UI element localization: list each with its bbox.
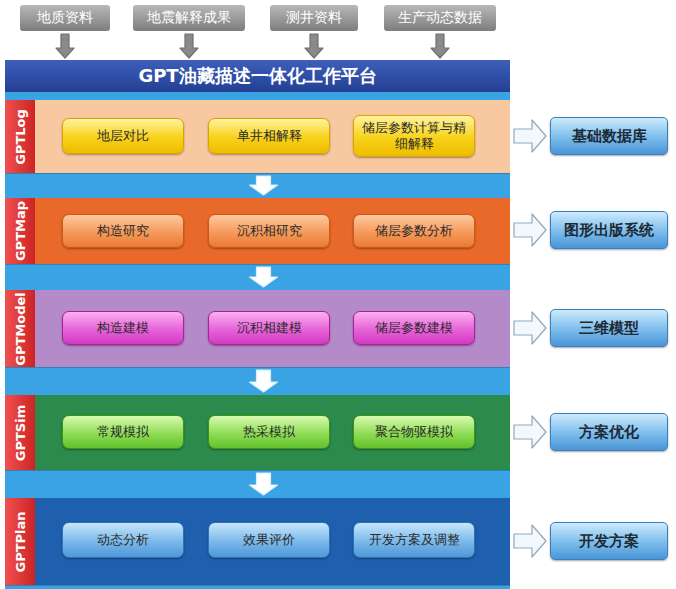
function-box: 储层参数分析 bbox=[353, 214, 475, 248]
box-label: 储层参数计算与精细解释 bbox=[362, 120, 466, 153]
box-label: 图形出版系统 bbox=[564, 221, 654, 240]
box-label: 沉积相研究 bbox=[237, 223, 302, 239]
box-label: 地震解释成果 bbox=[147, 9, 231, 27]
module-band: GPTPlan 动态分析 效果评价 开发方案及调整 bbox=[5, 498, 510, 585]
function-box: 地层对比 bbox=[62, 118, 184, 154]
input-box: 地质资料 bbox=[20, 5, 110, 31]
output-box: 基础数据库 bbox=[550, 117, 668, 155]
flow-arrow bbox=[250, 473, 278, 495]
module-band: GPTSim 常规模拟 热采模拟 聚合物驱模拟 bbox=[5, 395, 510, 470]
module-name: GPTSim bbox=[13, 404, 28, 460]
module-band: GPTModel 构造建模 沉积相建模 储层参数建模 bbox=[5, 290, 510, 367]
platform-title: GPT油藏描述一体化工作平台 bbox=[5, 60, 510, 92]
module-stripe: GPTLog bbox=[5, 100, 35, 173]
module-name: GPTMap bbox=[13, 201, 28, 261]
function-box: 常规模拟 bbox=[62, 415, 184, 449]
box-label: 沉积相建模 bbox=[237, 320, 302, 336]
function-box: 沉积相研究 bbox=[208, 214, 330, 248]
output-box: 方案优化 bbox=[550, 413, 668, 451]
module-stripe: GPTMap bbox=[5, 198, 35, 264]
box-label: 地质资料 bbox=[37, 9, 93, 27]
box-label: 聚合物驱模拟 bbox=[375, 424, 453, 440]
output-box: 开发方案 bbox=[550, 522, 668, 560]
module-stripe: GPTModel bbox=[5, 290, 35, 367]
box-label: 生产动态数据 bbox=[398, 9, 482, 27]
box-label: 开发方案 bbox=[579, 532, 639, 551]
module-name: GPTLog bbox=[13, 109, 28, 165]
flow-arrow bbox=[431, 34, 449, 58]
flow-arrow bbox=[250, 267, 278, 287]
box-label: 三维模型 bbox=[579, 319, 639, 338]
box-label: 储层参数分析 bbox=[375, 223, 453, 239]
module-stripe: GPTSim bbox=[5, 395, 35, 470]
box-label: 基础数据库 bbox=[572, 127, 647, 146]
module-stripe: GPTPlan bbox=[5, 498, 35, 585]
output-box: 图形出版系统 bbox=[550, 211, 668, 249]
box-label: 构造研究 bbox=[97, 223, 149, 239]
function-box: 单井相解释 bbox=[208, 118, 330, 154]
function-box: 动态分析 bbox=[62, 522, 184, 558]
box-label: 热采模拟 bbox=[243, 424, 295, 440]
box-label: 动态分析 bbox=[97, 532, 149, 548]
flow-arrow bbox=[514, 416, 546, 448]
flow-arrow bbox=[514, 525, 546, 557]
flow-arrow bbox=[514, 120, 546, 152]
module-band: GPTLog 地层对比 单井相解释 储层参数计算与精细解释 bbox=[5, 100, 510, 173]
function-box: 效果评价 bbox=[208, 522, 330, 558]
input-box: 地震解释成果 bbox=[133, 5, 245, 31]
function-box: 沉积相建模 bbox=[208, 311, 330, 345]
flow-arrow bbox=[514, 312, 546, 344]
box-label: 常规模拟 bbox=[97, 424, 149, 440]
input-box: 生产动态数据 bbox=[384, 5, 496, 31]
flow-arrow bbox=[250, 370, 278, 392]
flow-arrow bbox=[250, 176, 278, 195]
module-name: GPTPlan bbox=[13, 511, 28, 572]
function-box: 聚合物驱模拟 bbox=[353, 415, 475, 449]
module-band: GPTMap 构造研究 沉积相研究 储层参数分析 bbox=[5, 198, 510, 264]
box-label: 测井资料 bbox=[286, 9, 342, 27]
box-label: 开发方案及调整 bbox=[369, 532, 460, 548]
box-label: 效果评价 bbox=[243, 532, 295, 548]
function-box: 热采模拟 bbox=[208, 415, 330, 449]
box-label: 单井相解释 bbox=[237, 128, 302, 144]
function-box: 储层参数建模 bbox=[353, 311, 475, 345]
output-box: 三维模型 bbox=[550, 309, 668, 347]
flow-arrow bbox=[514, 214, 546, 246]
function-box: 构造研究 bbox=[62, 214, 184, 248]
platform-panel: GPT油藏描述一体化工作平台 GPTLog 地层对比 单井相解释 储层参数计算与精细解释… bbox=[5, 60, 510, 589]
box-label: 方案优化 bbox=[579, 423, 639, 442]
function-box: 构造建模 bbox=[62, 311, 184, 345]
flow-arrow bbox=[305, 34, 323, 58]
function-box: 储层参数计算与精细解释 bbox=[353, 115, 475, 158]
flow-arrow bbox=[180, 34, 198, 58]
module-name: GPTModel bbox=[13, 292, 28, 366]
box-label: 地层对比 bbox=[97, 128, 149, 144]
box-label: 储层参数建模 bbox=[375, 320, 453, 336]
input-box: 测井资料 bbox=[270, 5, 358, 31]
function-box: 开发方案及调整 bbox=[353, 522, 475, 558]
box-label: 构造建模 bbox=[97, 320, 149, 336]
flow-arrow bbox=[56, 34, 74, 58]
